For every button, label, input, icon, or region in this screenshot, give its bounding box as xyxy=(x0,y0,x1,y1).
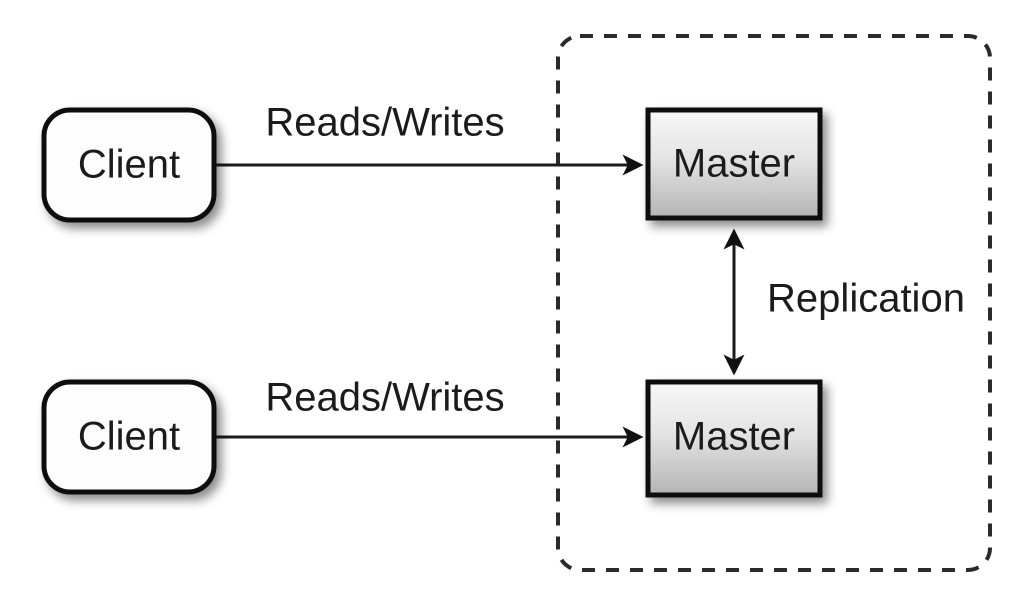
node-master-top[interactable] xyxy=(645,107,823,221)
edge-label-reads-writes-top: Reads/Writes xyxy=(265,101,504,145)
edge-label-reads-writes-bottom: Reads/Writes xyxy=(265,376,504,420)
replication-cluster-boundary xyxy=(556,34,992,572)
node-label-client-bottom: Client xyxy=(78,415,180,459)
client-bottom-shape xyxy=(41,379,217,495)
client-top-shape xyxy=(41,107,217,223)
node-client-bottom[interactable] xyxy=(41,379,217,495)
master-top-shape xyxy=(645,107,823,221)
node-label-client-top: Client xyxy=(78,143,180,187)
node-label-master-top: Master xyxy=(673,142,795,186)
node-master-bottom[interactable] xyxy=(645,379,823,498)
edge-label-replication: Replication xyxy=(767,277,965,321)
master-bottom-shape xyxy=(645,379,823,498)
node-client-top[interactable] xyxy=(41,107,217,223)
node-label-master-bottom: Master xyxy=(673,415,795,459)
